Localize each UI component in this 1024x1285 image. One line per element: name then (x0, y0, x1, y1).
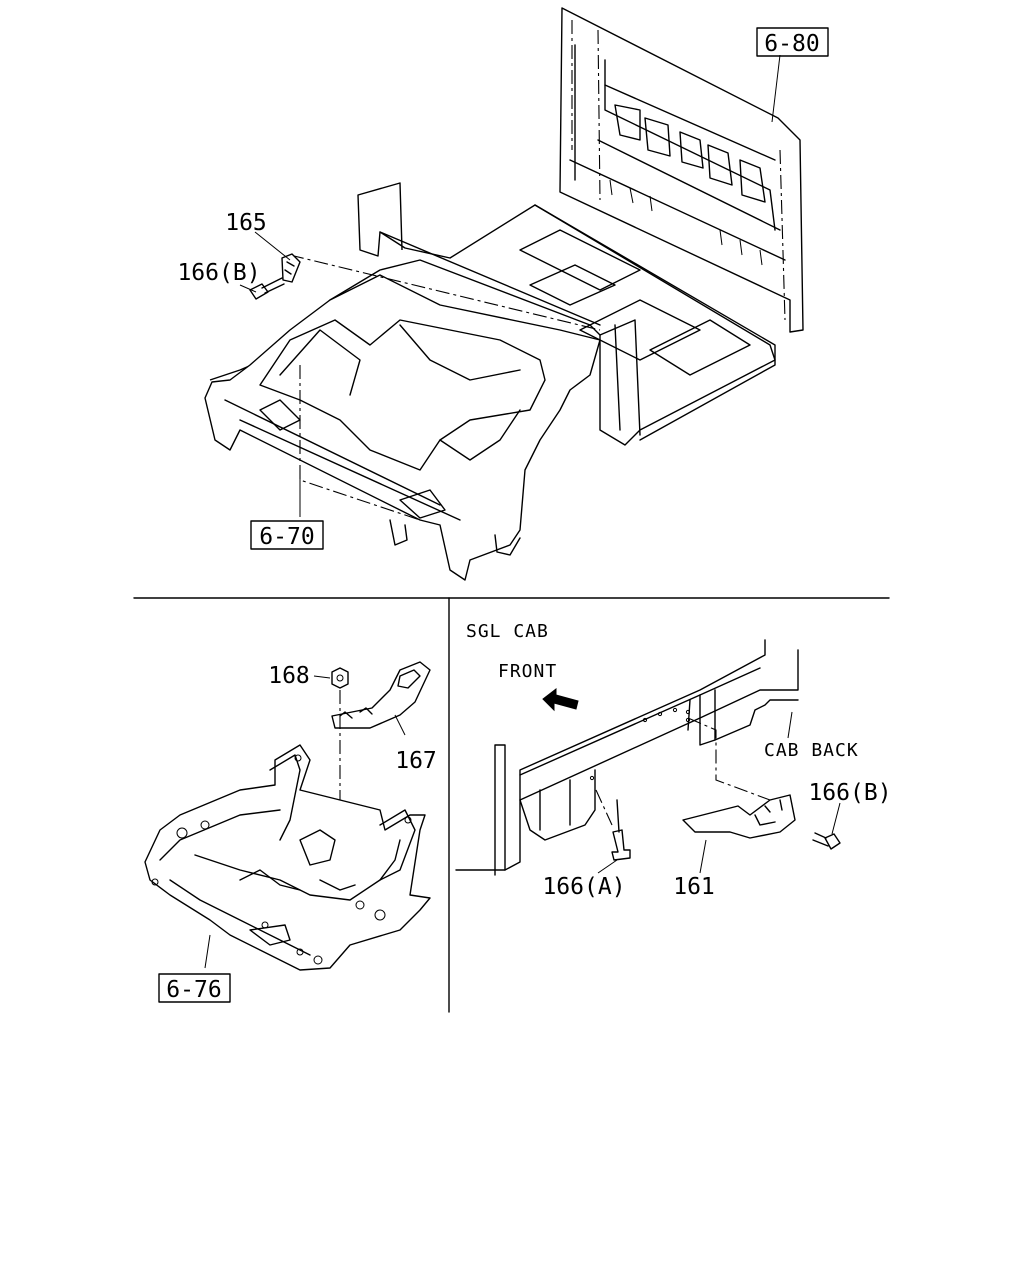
leader-165 (254, 231, 291, 261)
part-165-bracket (281, 253, 301, 283)
leader-168 (313, 675, 331, 679)
leader-cab-back (787, 711, 793, 739)
ref-box-6-70 (250, 520, 324, 550)
install-line-166a (595, 789, 613, 826)
leader-166b-top (239, 284, 257, 293)
leader-166b-right (831, 802, 841, 835)
label-front: FRONT (498, 661, 557, 682)
ref-box-6-80 (756, 27, 829, 57)
leader-166a (597, 859, 618, 874)
leader-161 (699, 839, 707, 874)
part-166a-bolt (611, 799, 631, 861)
part-161-bracket (682, 794, 796, 839)
ref-6-76: 6-76 (166, 977, 221, 1003)
front-arrow-icon (542, 687, 579, 712)
ref-6-70: 6-70 (259, 524, 314, 550)
label-168: 168 (268, 663, 310, 689)
leader-6-76 (204, 934, 211, 969)
label-sgl-cab: SGL CAB (466, 621, 549, 642)
part-167-bracket (331, 661, 431, 729)
label-165: 165 (225, 210, 267, 236)
install-line-161 (687, 717, 771, 801)
label-cab-back: CAB BACK (764, 740, 859, 761)
label-166b-top: 166(B) (177, 260, 260, 286)
ref-box-6-76 (158, 973, 231, 1003)
label-166b-right: 166(B) (808, 780, 891, 806)
tank-guard-drawing (144, 744, 431, 971)
label-166a: 166(A) (542, 874, 625, 900)
part-166b-bolt-top (249, 277, 285, 300)
cab-back-panel-drawing (559, 7, 804, 333)
part-166b-bolt-right (812, 832, 841, 850)
ref-6-80: 6-80 (764, 31, 819, 57)
leader-6-80 (771, 54, 781, 123)
cab-frame-drawing (455, 639, 799, 876)
part-168-nut (331, 667, 349, 689)
label-167: 167 (395, 748, 437, 774)
label-161: 161 (673, 874, 715, 900)
cab-floor-drawing (204, 182, 776, 581)
leader-167 (394, 714, 406, 736)
